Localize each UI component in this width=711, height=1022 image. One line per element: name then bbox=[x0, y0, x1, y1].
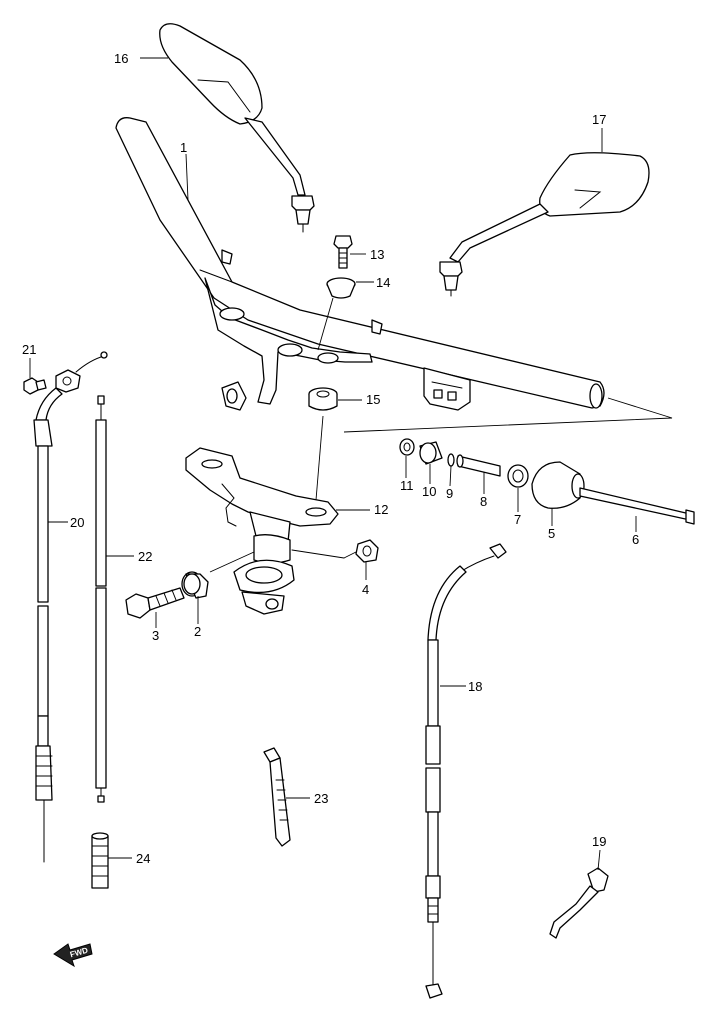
bolt-13 bbox=[333, 235, 353, 269]
callout-9: 9 bbox=[446, 486, 453, 501]
callout-labels: 16 1 17 13 14 15 12 4 11 10 9 8 7 5 6 3 … bbox=[22, 51, 639, 866]
callout-5: 5 bbox=[548, 526, 555, 541]
callout-13: 13 bbox=[370, 247, 384, 262]
clamp-23 bbox=[263, 747, 291, 847]
callout-15: 15 bbox=[366, 392, 380, 407]
cushion-15 bbox=[308, 387, 338, 411]
callout-1: 1 bbox=[180, 140, 187, 155]
steering-stem bbox=[233, 534, 357, 615]
callout-23: 23 bbox=[314, 791, 328, 806]
nut-4 bbox=[355, 539, 379, 563]
handlebar bbox=[115, 117, 605, 411]
callout-10: 10 bbox=[422, 484, 436, 499]
cable-22 bbox=[95, 395, 107, 803]
grip-parts bbox=[399, 438, 695, 525]
mirror-right bbox=[439, 152, 650, 297]
clutch-cable bbox=[425, 543, 507, 999]
bolt-3 bbox=[125, 587, 185, 619]
callout-20: 20 bbox=[70, 515, 84, 530]
spacer-2 bbox=[181, 571, 209, 599]
cushion-14 bbox=[326, 277, 356, 299]
callout-leaders bbox=[29, 57, 637, 871]
callout-6: 6 bbox=[632, 532, 639, 547]
callout-14: 14 bbox=[376, 275, 390, 290]
boot-24 bbox=[91, 832, 109, 889]
callout-7: 7 bbox=[514, 512, 521, 527]
callout-8: 8 bbox=[480, 494, 487, 509]
callout-17: 17 bbox=[592, 112, 606, 127]
callout-18: 18 bbox=[468, 679, 482, 694]
throttle-cable bbox=[33, 351, 108, 863]
callout-2: 2 bbox=[194, 624, 201, 639]
bolt-21 bbox=[23, 377, 47, 395]
callout-4: 4 bbox=[362, 582, 369, 597]
callout-21: 21 bbox=[22, 342, 36, 357]
callout-22: 22 bbox=[138, 549, 152, 564]
callout-24: 24 bbox=[136, 851, 150, 866]
fwd-marker: FWD bbox=[53, 943, 93, 968]
mirror-left bbox=[159, 23, 315, 233]
callout-11: 11 bbox=[400, 478, 414, 493]
lever-19 bbox=[549, 867, 609, 939]
callout-16: 16 bbox=[114, 51, 128, 66]
callout-3: 3 bbox=[152, 628, 159, 643]
callout-12: 12 bbox=[374, 502, 388, 517]
handlebar-holder bbox=[185, 447, 339, 543]
callout-19: 19 bbox=[592, 834, 606, 849]
